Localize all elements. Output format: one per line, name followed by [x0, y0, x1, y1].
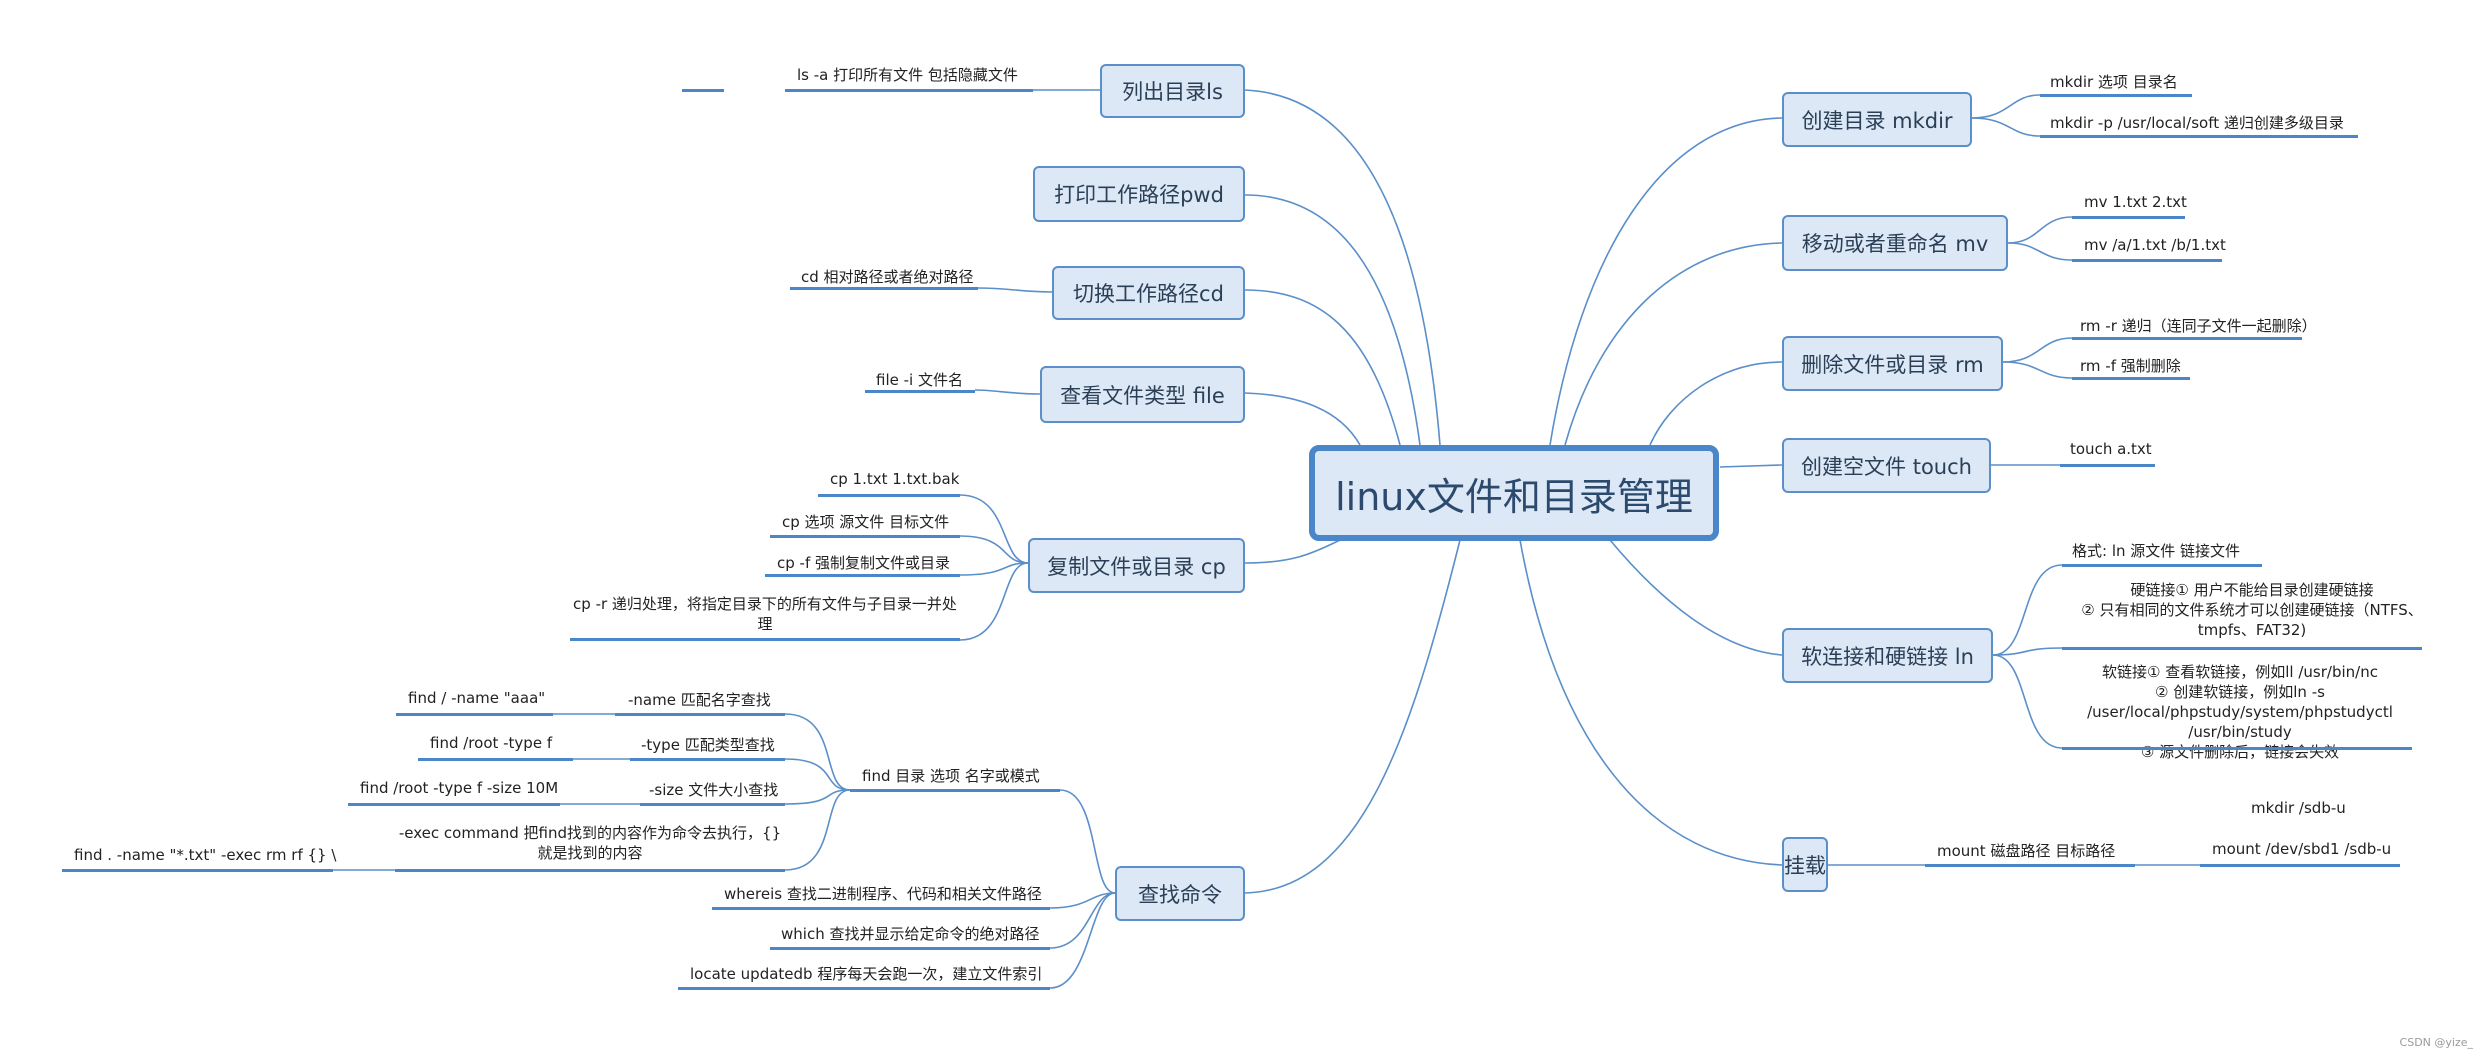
- topic-mv[interactable]: 移动或者重命名 mv: [1782, 215, 2008, 271]
- ln-leaf-hard: 硬链接① 用户不能给目录创建硬链接 ② 只有相同的文件系统才可以创建硬链接（NT…: [2081, 581, 2423, 639]
- rm-leaf-1: rm -r 递归（连同子文件一起删除）: [2080, 317, 2317, 335]
- topic-ln[interactable]: 软连接和硬链接 ln: [1782, 628, 1993, 683]
- topic-find[interactable]: 查找命令: [1115, 866, 1245, 921]
- find-opt-name-underline: [615, 713, 785, 716]
- cp-leaf-2-underline: [770, 535, 960, 538]
- mount-leaf-1: mkdir /sdb-u: [2251, 799, 2346, 817]
- find-ex-name-underline: [396, 713, 553, 716]
- find-opt-type: -type 匹配类型查找: [641, 736, 775, 754]
- find-sub-underline: [850, 789, 1060, 792]
- ln-leaf-soft-underline: [2062, 747, 2412, 750]
- file-leaf-underline: [865, 390, 975, 393]
- ls-leaf-underline: [785, 89, 1033, 92]
- find-locate: locate updatedb 程序每天会跑一次，建立文件索引: [690, 965, 1043, 983]
- find-opt-size: -size 文件大小查找: [649, 781, 779, 799]
- find-locate-underline: [678, 987, 1050, 990]
- mount-sub-underline: [1925, 864, 2135, 867]
- mount-leaf-2-underline: [2200, 864, 2400, 867]
- find-ex-size-underline: [348, 803, 560, 806]
- mkdir-leaf-1: mkdir 选项 目录名: [2050, 73, 2178, 91]
- topic-file[interactable]: 查看文件类型 file: [1040, 366, 1245, 423]
- rm-leaf-2: rm -f 强制删除: [2080, 357, 2181, 375]
- topic-cp[interactable]: 复制文件或目录 cp: [1028, 538, 1245, 593]
- find-ex-type-underline: [418, 758, 573, 761]
- find-which: which 查找并显示给定命令的绝对路径: [781, 925, 1040, 943]
- find-opt-type-underline: [630, 758, 785, 761]
- mv-leaf-2-underline: [2072, 259, 2222, 262]
- find-which-underline: [770, 947, 1050, 950]
- find-sub-title: find 目录 选项 名字或模式: [862, 767, 1040, 785]
- find-opt-name: -name 匹配名字查找: [628, 691, 771, 709]
- cp-leaf-3: cp -f 强制复制文件或目录: [777, 554, 950, 572]
- mkdir-leaf-2: mkdir -p /usr/local/soft 递归创建多级目录: [2050, 114, 2344, 132]
- ln-leaf-soft: 软链接① 查看软链接，例如ll /usr/bin/nc ② 创建软链接，例如ln…: [2087, 663, 2393, 761]
- file-leaf: file -i 文件名: [876, 371, 963, 389]
- mkdir-leaf-1-underline: [2040, 94, 2192, 97]
- find-opt-exec-underline: [395, 869, 785, 872]
- cp-leaf-1-underline: [818, 494, 960, 497]
- topic-mkdir[interactable]: 创建目录 mkdir: [1782, 92, 1972, 147]
- topic-ls[interactable]: 列出目录ls: [1100, 64, 1245, 118]
- ln-leaf-format: 格式: ln 源文件 链接文件: [2072, 542, 2241, 560]
- cd-leaf: cd 相对路径或者绝对路径: [801, 268, 974, 286]
- cp-leaf-4-underline: [570, 638, 960, 641]
- topic-touch[interactable]: 创建空文件 touch: [1782, 438, 1991, 493]
- find-opt-exec: -exec command 把find找到的内容作为命令去执行，{}就是找到的内…: [398, 824, 782, 862]
- mv-leaf-1: mv 1.txt 2.txt: [2084, 193, 2187, 211]
- find-ex-exec-underline: [62, 869, 333, 872]
- ls-leaf: ls -a 打印所有文件 包括隐藏文件: [797, 66, 1018, 84]
- topic-pwd[interactable]: 打印工作路径pwd: [1033, 166, 1245, 222]
- mv-leaf-2: mv /a/1.txt /b/1.txt: [2084, 236, 2226, 254]
- find-ex-size: find /root -type f -size 10M: [360, 779, 559, 797]
- topic-cd[interactable]: 切换工作路径cd: [1052, 266, 1245, 320]
- find-whereis-underline: [712, 907, 1050, 910]
- cd-leaf-underline: [790, 287, 978, 290]
- mkdir-leaf-2-underline: [2040, 135, 2358, 138]
- find-ex-type: find /root -type f: [430, 734, 553, 752]
- rm-leaf-2-underline: [2072, 377, 2190, 380]
- ln-leaf-format-underline: [2062, 564, 2262, 567]
- find-whereis: whereis 查找二进制程序、代码和相关文件路径: [724, 885, 1042, 903]
- ls-stub-underline: [682, 89, 724, 92]
- cp-leaf-2: cp 选项 源文件 目标文件: [782, 513, 950, 531]
- cp-leaf-1: cp 1.txt 1.txt.bak: [830, 470, 960, 488]
- cp-leaf-3-underline: [765, 574, 960, 577]
- watermark-credit: CSDN @yize_: [2399, 1036, 2473, 1049]
- mv-leaf-1-underline: [2072, 216, 2185, 219]
- find-ex-exec: find . -name "*.txt" -exec rm rf {} \: [74, 846, 337, 864]
- root-node[interactable]: linux文件和目录管理: [1309, 445, 1719, 541]
- touch-leaf: touch a.txt: [2070, 440, 2152, 458]
- topic-mount[interactable]: 挂载: [1782, 837, 1828, 892]
- find-opt-size-underline: [640, 803, 785, 806]
- cp-leaf-4: cp -r 递归处理，将指定目录下的所有文件与子目录一并处理: [573, 595, 957, 633]
- topic-rm[interactable]: 删除文件或目录 rm: [1782, 336, 2003, 391]
- touch-leaf-underline: [2060, 464, 2155, 467]
- mount-sub: mount 磁盘路径 目标路径: [1937, 842, 2116, 860]
- rm-leaf-1-underline: [2072, 337, 2302, 340]
- mount-leaf-2: mount /dev/sbd1 /sdb-u: [2212, 840, 2392, 858]
- ln-leaf-hard-underline: [2062, 647, 2422, 650]
- find-ex-name: find / -name "aaa": [408, 689, 546, 707]
